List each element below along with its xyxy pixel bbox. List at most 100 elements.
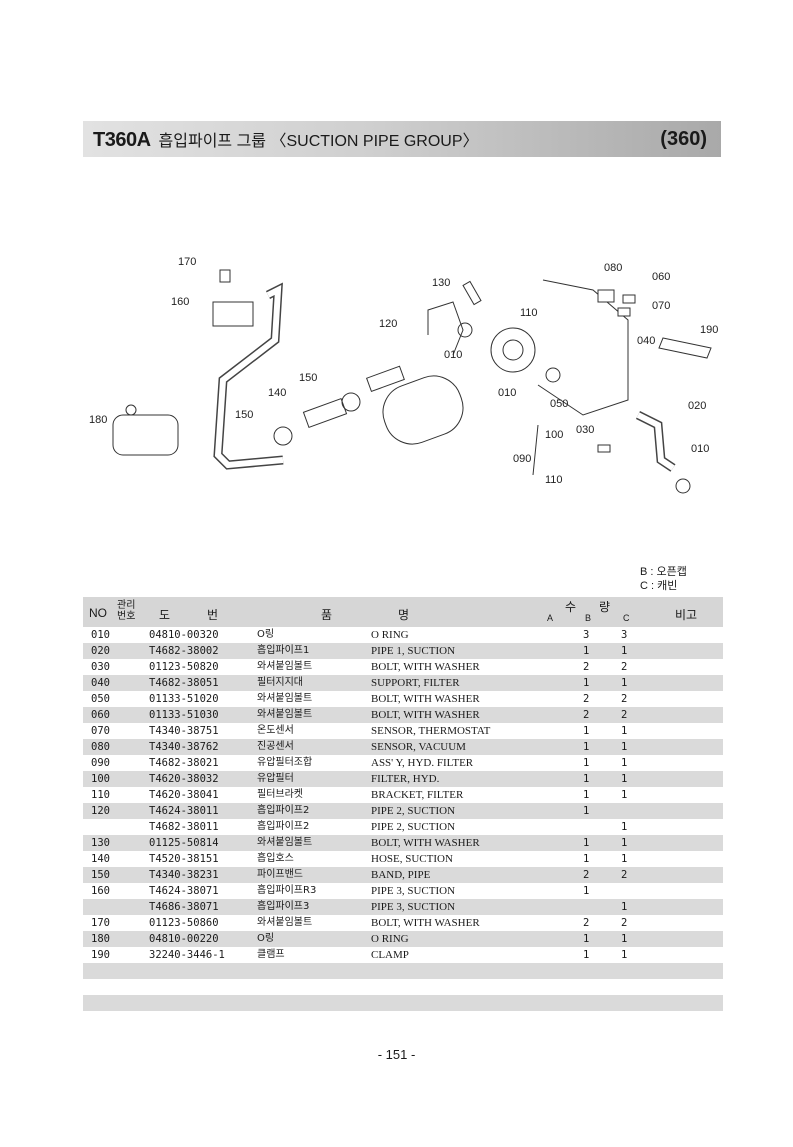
table-row: 050 01133-51020 와셔붙임볼트 BOLT, WITH WASHER… <box>83 691 723 707</box>
callout-010-a: 010 <box>444 349 462 361</box>
hose-140-shape <box>302 398 348 428</box>
table-row: 150 T4340-38231 파이프밴드 BAND, PIPE 2 2 <box>83 867 723 883</box>
row-name-kr: O링 <box>257 933 275 944</box>
row-name-kr: 와셔붙임볼트 <box>257 837 313 848</box>
row-part-number: 04810-00220 <box>149 933 219 945</box>
oring-010-b-shape <box>545 367 561 383</box>
table-row: 110 T4620-38041 필터브라켓 BRACKET, FILTER 1 … <box>83 787 723 803</box>
row-qty-b: 2 <box>583 661 590 673</box>
row-part-number: T4624-38011 <box>149 805 219 817</box>
row-qty-b: 1 <box>583 773 590 785</box>
row-no: 170 <box>91 917 110 929</box>
row-qty-b: 1 <box>583 757 590 769</box>
callout-050: 050 <box>550 398 568 410</box>
row-qty-b: 1 <box>583 645 590 657</box>
row-name-en: BOLT, WITH WASHER <box>371 661 480 673</box>
table-row: 080 T4340-38762 진공센서 SENSOR, VACUUM 1 1 <box>83 739 723 755</box>
row-name-kr: 온도센서 <box>257 725 294 736</box>
row-name-kr: 클램프 <box>257 949 285 960</box>
row-qty-c: 1 <box>621 725 628 737</box>
row-no: 080 <box>91 741 110 753</box>
row-qty-c: 1 <box>621 949 628 961</box>
callout-040: 040 <box>637 335 655 347</box>
table-row: 010 04810-00320 O링 O RING 3 3 <box>83 627 723 643</box>
row-name-en: ASS' Y, HYD. FILTER <box>371 757 474 769</box>
row-qty-b: 1 <box>583 853 590 865</box>
row-part-number: T4520-38151 <box>149 853 219 865</box>
row-qty-b: 1 <box>583 677 590 689</box>
header-name: 명 <box>398 608 410 622</box>
callout-140: 140 <box>268 387 286 399</box>
exploded-diagram: 170 160 180 150 140 150 130 120 010 110 … <box>83 240 723 510</box>
row-no: 050 <box>91 693 110 705</box>
row-qty-b: 1 <box>583 933 590 945</box>
table-row: 040 T4682-38051 필터지지대 SUPPORT, FILTER 1 … <box>83 675 723 691</box>
table-row: 120 T4624-38011 흡입파이프2 PIPE 2, SUCTION 1 <box>83 803 723 819</box>
table-row: 130 01125-50814 와셔붙임볼트 BOLT, WITH WASHER… <box>83 835 723 851</box>
row-no: 140 <box>91 853 110 865</box>
table-row: 020 T4682-38002 흡입파이프1 PIPE 1, SUCTION 1… <box>83 643 723 659</box>
row-name-en: O RING <box>371 933 409 945</box>
row-name-en: O RING <box>371 629 409 641</box>
row-name-en: BOLT, WITH WASHER <box>371 693 480 705</box>
row-name-kr: 유압필터조합 <box>257 757 313 768</box>
row-name-kr: 진공센서 <box>257 741 294 752</box>
table-row: 140 T4520-38151 흡입호스 HOSE, SUCTION 1 1 <box>83 851 723 867</box>
filter-head-port-shape <box>502 339 524 361</box>
group-title-bar: T360A 흡입파이프 그룹 〈SUCTION PIPE GROUP〉 (360… <box>83 121 721 157</box>
row-part-number: T4682-38051 <box>149 677 219 689</box>
callout-030: 030 <box>576 424 594 436</box>
row-qty-b: 1 <box>583 789 590 801</box>
diagram-svg: 170 160 180 150 140 150 130 120 010 110 … <box>89 256 718 494</box>
row-name-kr: O링 <box>257 629 275 640</box>
table-row: 030 01123-50820 와셔붙임볼트 BOLT, WITH WASHER… <box>83 659 723 675</box>
row-qty-c: 1 <box>621 645 628 657</box>
row-qty-b: 1 <box>583 741 590 753</box>
row-no: 070 <box>91 725 110 737</box>
row-qty-c: 1 <box>621 901 628 913</box>
row-name-kr: 유압필터 <box>257 773 294 784</box>
row-no: 090 <box>91 757 110 769</box>
sensor-060-shape <box>622 294 636 304</box>
header-number: 번 <box>207 608 219 622</box>
row-name-en: BOLT, WITH WASHER <box>371 709 480 721</box>
row-name-en: SENSOR, VACUUM <box>371 741 466 753</box>
oring-180-shape <box>125 404 137 416</box>
row-no: 160 <box>91 885 110 897</box>
parts-table: NO 관리번호 도 번 품 명 수 량 A B C 비고 010 04810-0… <box>83 597 723 1011</box>
row-name-en: PIPE 2, SUCTION <box>371 821 456 833</box>
callout-010-b: 010 <box>498 387 516 399</box>
row-name-kr: 와셔붙임볼트 <box>257 693 313 704</box>
header-drawing: 도 <box>159 608 171 622</box>
row-no: 120 <box>91 805 110 817</box>
bolt-130-shape <box>462 280 482 306</box>
row-part-number: 01133-51020 <box>149 693 219 705</box>
row-name-en: BRACKET, FILTER <box>371 789 464 801</box>
pump-180-shape <box>112 414 179 456</box>
row-name-kr: 와셔붙임볼트 <box>257 917 313 928</box>
row-no: 130 <box>91 837 110 849</box>
row-name-en: PIPE 1, SUCTION <box>371 645 456 657</box>
callout-150-a: 150 <box>235 409 253 421</box>
header-mgmt-no: 관리번호 <box>117 600 136 622</box>
header-col-c: C <box>623 613 630 623</box>
row-part-number: T4340-38751 <box>149 725 219 737</box>
group-number: (360) <box>660 127 707 150</box>
legend-cabin: C : 캐빈 <box>640 580 678 592</box>
support-190-shape <box>658 337 712 359</box>
header-qty: 수 <box>565 600 577 614</box>
row-qty-c: 1 <box>621 933 628 945</box>
row-name-en: HOSE, SUCTION <box>371 853 453 865</box>
bolt-170-shape <box>219 269 231 283</box>
table-row: 180 04810-00220 O링 O RING 1 1 <box>83 931 723 947</box>
row-name-kr: 필터브라켓 <box>257 789 303 800</box>
row-name-en: SUPPORT, FILTER <box>371 677 460 689</box>
callout-060: 060 <box>652 271 670 283</box>
row-part-number: T4620-38041 <box>149 789 219 801</box>
row-qty-b: 1 <box>583 837 590 849</box>
row-part-number: T4682-38011 <box>149 821 219 833</box>
table-empty-row <box>83 979 723 995</box>
header-item: 품 <box>321 608 333 622</box>
row-name-kr: 흡입파이프3 <box>257 901 310 912</box>
group-title: T360A 흡입파이프 그룹 〈SUCTION PIPE GROUP〉 <box>93 127 479 152</box>
